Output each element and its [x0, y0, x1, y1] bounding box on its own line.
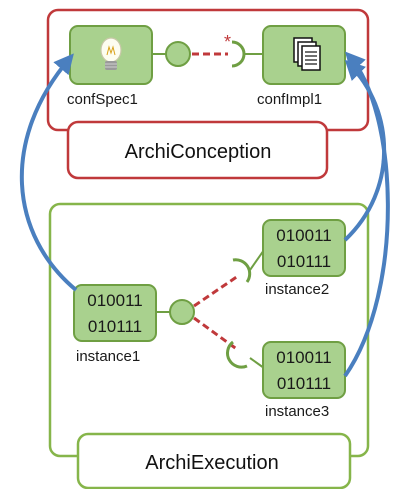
documents-icon — [293, 37, 321, 71]
instance2-port-line — [249, 249, 265, 271]
instance2-code-line-1: 010011 — [276, 226, 331, 245]
instance3-required-port — [226, 340, 248, 369]
instance1-label: instance1 — [76, 348, 140, 365]
instance2-component[interactable] — [262, 219, 346, 277]
instance2-required-port — [232, 258, 252, 283]
conf-impl-label: confImpl1 — [257, 91, 322, 108]
instance2-code-line-2: 010111 — [277, 252, 331, 271]
arrow-instance1-to-spec — [19, 53, 78, 292]
connector-instance2 — [193, 274, 239, 308]
instance3-label: instance3 — [265, 403, 329, 420]
execution-title: ArchiExecution — [145, 452, 278, 474]
multiplicity-marker: * — [224, 32, 231, 52]
arrow-instance3-to-impl — [343, 51, 390, 378]
conception-title-box — [66, 120, 329, 180]
conf-spec-label: confSpec1 — [67, 91, 138, 108]
instance1-provided-port — [169, 299, 195, 325]
execution-title-box — [76, 432, 352, 489]
spec-provided-port — [165, 41, 191, 67]
instance1-code-line-2: 010111 — [88, 317, 142, 336]
instance3-code-line-2: 010111 — [277, 374, 331, 393]
instance1-code-line-1: 010011 — [87, 291, 142, 310]
instance3-code-line-1: 010011 — [276, 348, 331, 367]
instance3-port-line — [249, 357, 265, 369]
lightbulb-icon — [100, 37, 122, 70]
conception-title: ArchiConception — [125, 141, 272, 163]
instance3-component[interactable] — [262, 341, 346, 399]
instance2-label: instance2 — [265, 281, 329, 298]
